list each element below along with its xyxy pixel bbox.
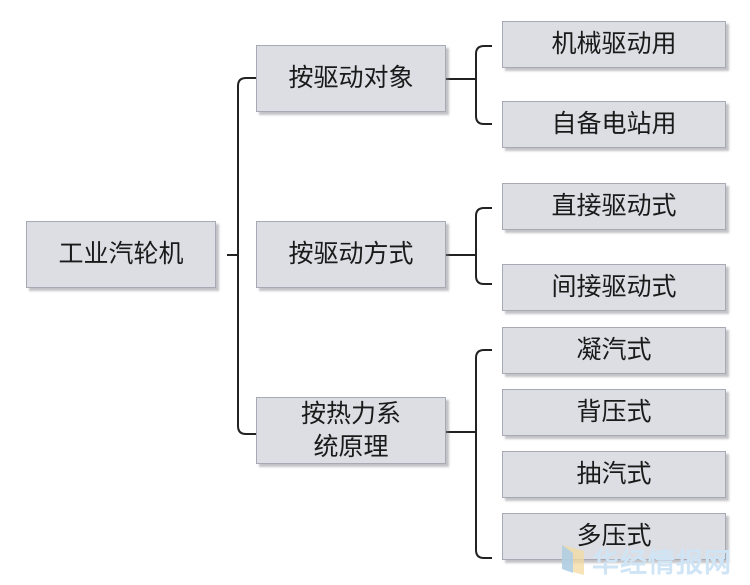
- leaf-node: 抽汽式: [502, 451, 726, 498]
- leaf-node: 凝汽式: [502, 327, 726, 374]
- leaf-node: 机械驱动用: [502, 21, 726, 68]
- leaf-label: 抽汽式: [576, 459, 652, 489]
- root-label: 工业汽轮机: [58, 239, 184, 269]
- leaf-label: 间接驱动式: [551, 272, 677, 302]
- root-node: 工业汽轮机: [26, 221, 216, 288]
- leaf-label: 自备电站用: [551, 109, 677, 139]
- branch-node-thermal-principle: 按热力系统原理: [256, 397, 446, 464]
- leaf-label: 背压式: [576, 397, 652, 427]
- leaf-label: 多压式: [576, 521, 652, 551]
- leaf-label: 凝汽式: [576, 335, 652, 365]
- leaf-node: 间接驱动式: [502, 264, 726, 311]
- branch-node-drive-mode: 按驱动方式: [256, 221, 446, 288]
- branch-node-drive-target: 按驱动对象: [256, 45, 446, 112]
- branch-label: 按热力系统原理: [300, 399, 401, 461]
- leaf-node: 直接驱动式: [502, 183, 726, 230]
- watermark-text: 华经情报网: [592, 548, 732, 579]
- watermark: 华经情报网: [560, 543, 732, 577]
- leaf-node: 自备电站用: [502, 101, 726, 148]
- branch-label: 按驱动对象: [288, 63, 414, 93]
- leaf-node: 背压式: [502, 389, 726, 436]
- watermark-logo-icon: [562, 545, 584, 575]
- leaf-label: 机械驱动用: [551, 29, 677, 59]
- leaf-label: 直接驱动式: [551, 191, 677, 221]
- leaf-node: 多压式: [502, 513, 726, 560]
- branch-label: 按驱动方式: [288, 239, 414, 269]
